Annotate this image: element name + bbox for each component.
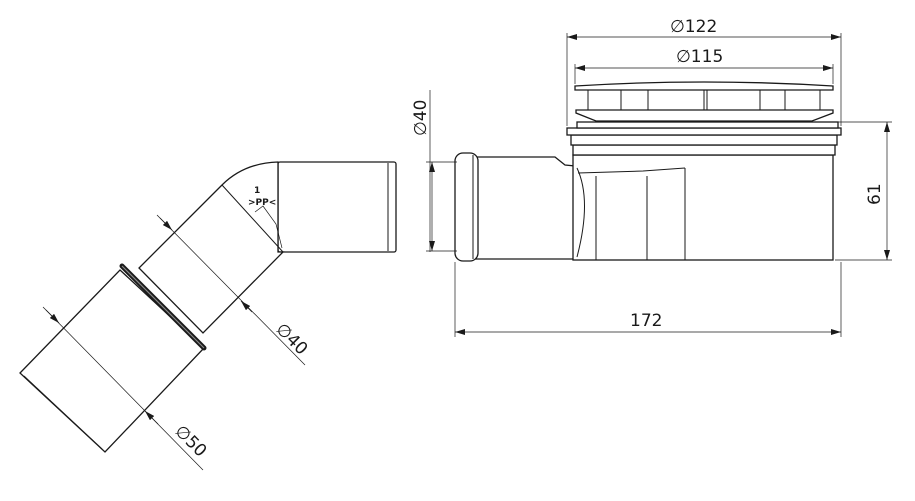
- length-172-label: 172: [630, 311, 662, 331]
- material-code: >PP<: [248, 198, 276, 208]
- flange-rim: [566, 127, 842, 136]
- elbow-40-label: ∅40: [271, 319, 311, 359]
- drain-view: ∅122 ∅115 ∅40 61 172: [411, 17, 892, 337]
- elbow-adapter-view: 1 >PP< ∅40 ∅50: [19, 161, 397, 471]
- outlet-40-label: ∅40: [411, 100, 431, 136]
- outlet-collar: [454, 152, 479, 262]
- horizontal-pipe: [277, 161, 397, 253]
- elbow-50-label: ∅50: [170, 421, 210, 461]
- elbow-50-dimension-line: [42, 306, 204, 471]
- drain-body: [572, 154, 834, 261]
- flange-middle: [570, 134, 838, 146]
- height-61-label: 61: [865, 183, 885, 205]
- grate-posts: [587, 90, 821, 110]
- flange-lower: [572, 144, 836, 156]
- grate-cover: [574, 81, 834, 91]
- flange-top: [576, 121, 839, 129]
- outlet-pipe: [475, 156, 576, 260]
- grate-base: [575, 109, 834, 122]
- material-number: 1: [254, 186, 260, 196]
- diameter-115-label: ∅115: [676, 47, 723, 67]
- elbow-pipe: [138, 161, 285, 334]
- diameter-122-label: ∅122: [670, 17, 717, 37]
- elbow-40-dimension-line: [156, 214, 306, 366]
